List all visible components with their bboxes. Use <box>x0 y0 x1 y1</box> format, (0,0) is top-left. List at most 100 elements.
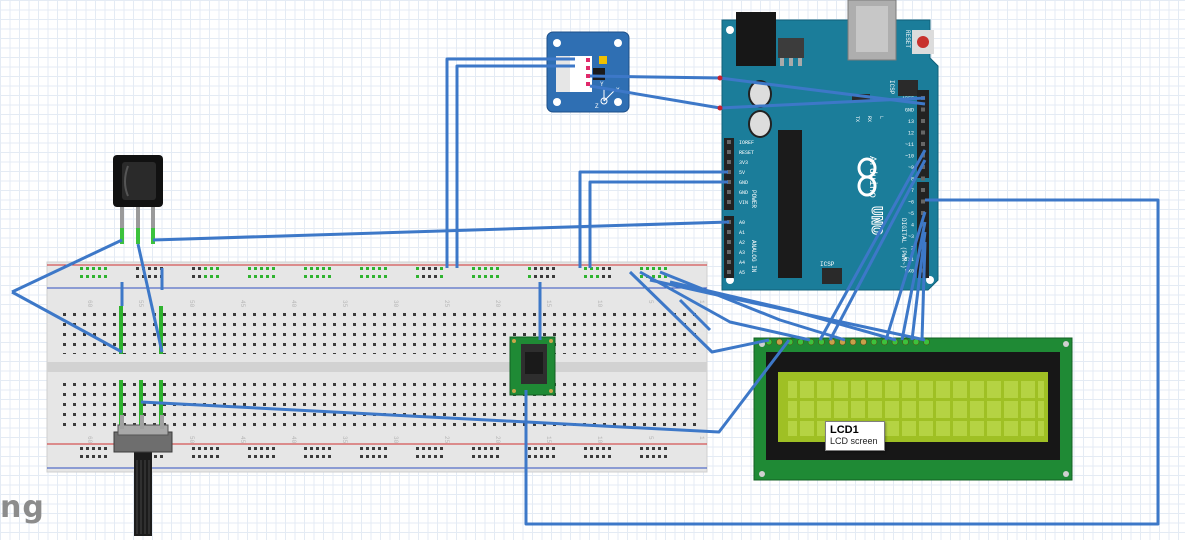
lcd-pin <box>849 338 857 346</box>
wires <box>11 57 1160 526</box>
breadboard-column-number: 45 <box>239 436 246 444</box>
power-pin-label: GND <box>739 180 748 186</box>
wire-d4-lcd <box>900 221 927 341</box>
watermark: ng <box>0 490 45 525</box>
lcd-pin <box>870 338 878 346</box>
axis-indicator <box>600 88 615 105</box>
breadboard-column-number: 40 <box>290 436 297 444</box>
wire-ir-a0 <box>152 220 730 242</box>
breadboard-column-number: 10 <box>596 300 603 308</box>
lcd-pin <box>902 338 909 346</box>
digital-pin <box>921 130 925 135</box>
ir-receiver[interactable] <box>113 155 163 244</box>
digital-pin-label: 12 <box>908 131 914 137</box>
breadboard-column-number: 25 <box>443 300 450 308</box>
breadboard-column-number: 35 <box>341 300 348 308</box>
power-pin-label: IOREF <box>739 140 754 146</box>
digital-pin <box>921 107 925 112</box>
lcd-tooltip-title: LCD1 <box>830 424 859 436</box>
wire-pot-lcd <box>140 339 791 434</box>
wire-gnd <box>588 180 728 268</box>
wire-5v <box>578 170 728 268</box>
lcd-pin <box>881 338 888 346</box>
lcd-tooltip-subtitle: LCD screen <box>830 436 878 446</box>
analog-pin-label: A1 <box>739 230 745 236</box>
power-pin-label: VIN <box>739 200 748 206</box>
breadboard-column-number: 20 <box>494 436 501 444</box>
sensor-axis-z: Z <box>595 103 599 110</box>
breadboard-column-number: 35 <box>341 436 348 444</box>
led-label: TX <box>854 116 860 122</box>
breadboard-column-number: 40 <box>290 300 297 308</box>
reset-label: RESET <box>904 30 911 48</box>
breadboard-column-number: 10 <box>596 436 603 444</box>
lcd-screen[interactable] <box>753 337 1073 481</box>
digital-pin <box>921 211 925 215</box>
section-power: POWER <box>750 190 757 208</box>
digital-pin <box>921 142 925 146</box>
analog-pin <box>727 240 731 244</box>
sensor-pin <box>586 74 590 78</box>
wire-rail-lcd1 <box>628 270 770 354</box>
digital-pin-label: ~10 <box>905 154 914 160</box>
sensor-pin-label: SDA <box>573 74 582 80</box>
breadboard-column-number: 5 <box>647 436 654 440</box>
sensor-pin-label: VCC <box>573 66 582 72</box>
breadboard-column-number: 15 <box>545 300 552 308</box>
power-pin <box>727 150 731 154</box>
wire-d11-lcd <box>828 159 927 341</box>
breadboard-column-number: 15 <box>545 436 552 444</box>
digital-pin-label: 7 <box>911 188 914 194</box>
arduino-model: UNO <box>867 206 885 235</box>
icsp2-label: ICSP <box>820 261 835 268</box>
sensor-axis-y: Y <box>600 81 604 88</box>
sensor-pin <box>586 82 590 86</box>
breadboard-column-number: 60 <box>86 436 93 444</box>
wire-d2-lcd <box>920 241 927 341</box>
digital-pin-label: ~3 <box>908 234 914 240</box>
analog-pin-label: A3 <box>739 250 745 256</box>
arduino-logo <box>857 157 877 197</box>
wire-ir-mid <box>136 243 164 353</box>
lcd-pin <box>776 338 783 346</box>
digital-pin-label: 13 <box>908 119 914 125</box>
analog-pin <box>727 260 731 264</box>
power-pin <box>727 160 731 164</box>
analog-pin-label: A4 <box>739 260 745 266</box>
power-pin <box>727 140 731 144</box>
digital-pin <box>921 119 925 123</box>
digital-pin <box>921 176 925 181</box>
sensor-pin <box>586 58 590 62</box>
push-button[interactable] <box>509 336 556 396</box>
power-pin-label: RESET <box>739 150 754 156</box>
breadboard-column-number: 30 <box>392 300 399 308</box>
section-analog: ANALOG IN <box>750 240 757 273</box>
breadboard-column-number: 20 <box>494 300 501 308</box>
lcd-pin <box>797 338 804 346</box>
breadboard-column-number: 25 <box>443 436 450 444</box>
wire-button-pin7 <box>524 198 1160 526</box>
section-digital: DIGITAL (PWM~) <box>900 218 907 268</box>
digital-pin-label: ~9 <box>908 165 914 171</box>
wire-rail-lcd2 <box>639 270 811 342</box>
breadboard-column-number: 55 <box>137 300 144 308</box>
wire-rail-lcd5 <box>669 280 897 342</box>
breadboard-column-number: 50 <box>188 300 195 308</box>
breadboard-column-number: 1 <box>698 436 705 440</box>
potentiometer[interactable] <box>113 415 173 536</box>
power-pin-label: 5V <box>739 170 745 176</box>
digital-pin <box>921 199 925 204</box>
power-pin <box>727 200 731 204</box>
digital-pin <box>921 188 925 192</box>
wire-gnd-sensor <box>445 57 575 268</box>
digital-pin-label: GND <box>905 108 914 114</box>
wire-ir-left <box>11 238 123 294</box>
wire-d5-lcd <box>884 211 927 341</box>
analog-pin <box>727 270 731 274</box>
lcd-pin <box>923 338 930 346</box>
wire-rail-lcd3 <box>649 278 926 342</box>
breadboard-column-number: 30 <box>392 436 399 444</box>
